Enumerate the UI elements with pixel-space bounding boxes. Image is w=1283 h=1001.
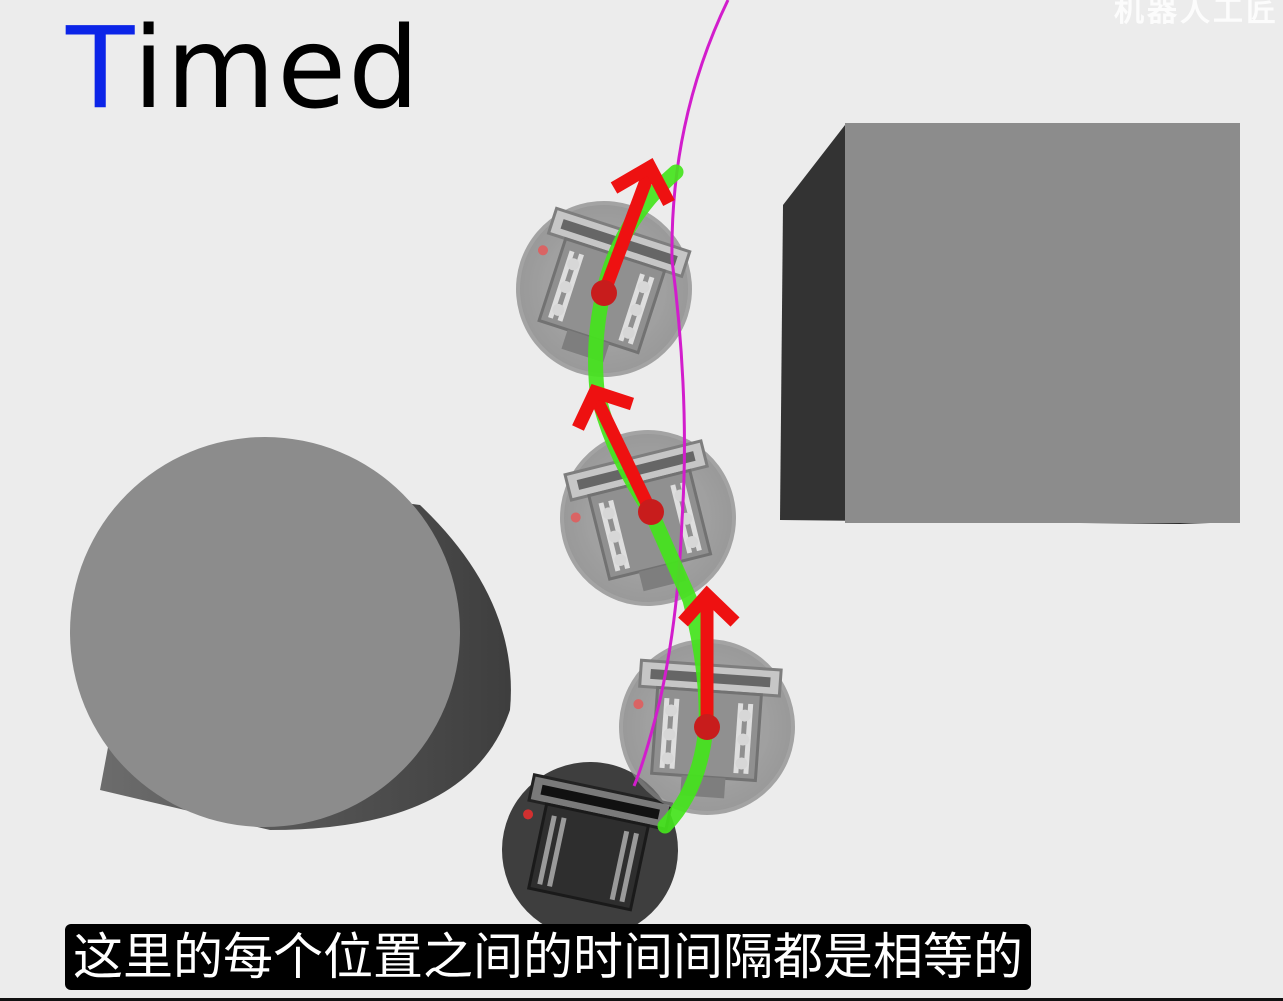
video-subtitle: 这里的每个位置之间的时间间隔都是相等的 bbox=[65, 924, 1031, 990]
box-obstacle bbox=[780, 123, 1240, 524]
page-title: Timed bbox=[66, 7, 421, 131]
robot-pose bbox=[502, 762, 678, 938]
channel-watermark: 机器人工匠 bbox=[1114, 0, 1279, 29]
cylinder-obstacle bbox=[70, 437, 511, 830]
heading-arrow bbox=[597, 157, 675, 296]
heading-arrow bbox=[678, 585, 740, 727]
pose-center bbox=[694, 714, 720, 740]
pose-center bbox=[638, 499, 664, 525]
title-first-letter: T bbox=[66, 4, 133, 134]
pose-center bbox=[591, 280, 617, 306]
reference-path bbox=[632, 0, 730, 787]
pose-centers bbox=[591, 280, 720, 740]
heading-arrow bbox=[572, 384, 657, 515]
bottom-divider bbox=[0, 998, 1283, 1001]
title-rest: imed bbox=[132, 4, 422, 134]
